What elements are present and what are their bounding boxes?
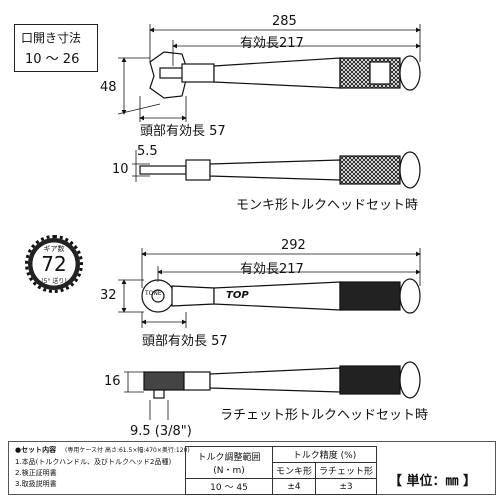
set-title: ●セット内容 [15,446,57,454]
monkey-height: 48 [100,80,117,95]
spec-range-header-text: トルク調整範囲 [197,452,261,463]
spec-col-ratchet: ラチェット形 [315,462,378,479]
ratchet-side-dimensions [124,371,169,420]
monkey-head-length: 頭部有効長 57 [140,124,226,139]
opening-range: 10 ～ 26 [25,52,80,67]
monkey-wrench-top-view [149,51,421,99]
ratchet-head-length: 頭部有効長 57 [142,334,228,349]
unit-label: 【 単位：㎜ 】 [389,474,477,489]
monkey-dimensions [117,24,421,122]
monkey-side-dim-b: 10 [112,162,129,177]
set-item-3: 3.取扱説明書 [15,480,57,488]
monkey-wrench-side-view [139,151,421,189]
opening-range-box: 口開き寸法 10 ～ 26 [14,24,98,72]
ratchet-side-dim-a: 16 [104,374,121,389]
ratchet-dimensions [118,248,421,328]
info-box: ●セット内容 (専用ケース付 高さ:61.5×幅:470×奥行:120) 1.本… [8,441,496,495]
opening-title: 口開き寸法 [21,31,82,45]
monkey-caption: モンキ形トルクヘッドセット時 [236,198,419,213]
spec-col-monkey: モンキ形 [271,462,317,479]
ratchet-caption: ラチェット形トルクヘッドセット時 [220,408,429,423]
monkey-effective-length: 有効長217 [240,36,304,51]
spec-range-unit: (N・m) [213,465,245,476]
spec-acc-ratchet: ±3 [315,478,378,495]
monkey-total-length: 285 [272,14,297,29]
ratchet-total-length: 292 [281,238,306,253]
brand-logo: TOP [226,290,249,301]
ratchet-wrench-top-view [141,278,421,314]
set-title-note: (専用ケース付 高さ:61.5×幅:470×奥行:120) [65,447,190,454]
monkey-side-dim-a: 5.5 [137,144,158,159]
ratchet-effective-length: 有効長217 [240,262,304,277]
spec-acc-monkey: ±4 [271,478,317,495]
gear-angle: (5° 送り) [41,278,67,285]
ratchet-head-text: TONE [145,290,162,297]
ratchet-height: 32 [100,288,117,303]
spec-range-header: トルク調整範囲 (N・m) [185,446,273,479]
gear-count: 72 [41,252,67,276]
gear-count-badge: ギア数 72 (5° 送り) [25,235,83,293]
spec-table: トルク調整範囲 (N・m) トルク精度 (%) モンキ形 ラチェット形 10 ～… [185,446,378,495]
spec-accuracy-header: トルク精度 (%) [271,446,378,463]
gear-label: ギア数 [43,245,65,253]
set-item-1: 1.本品(トルクハンドル、及びトルクヘッド2品種) [15,458,172,466]
monkey-side-dimensions [132,150,150,182]
set-item-2: 2.検正証明書 [15,469,57,477]
spec-range-value: 10 ～ 45 [185,478,273,495]
ratchet-wrench-side-view [143,361,421,399]
ratchet-drive-size: 9.5 (3/8") [130,424,192,439]
